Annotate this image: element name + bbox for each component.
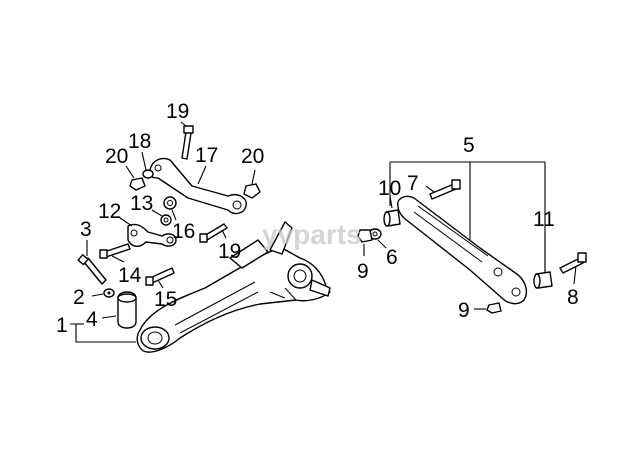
bolt-part-14 [99, 243, 131, 259]
callout-6: 6 [386, 246, 398, 269]
nut-part-9-lower [486, 302, 502, 314]
callout-12: 12 [98, 200, 121, 223]
bushing-part-10 [383, 209, 401, 227]
callout-1: 1 [56, 314, 68, 337]
callout-7: 7 [407, 172, 419, 195]
upper-link-part [148, 157, 247, 215]
callout-2: 2 [73, 286, 85, 309]
washer-part-18 [142, 169, 154, 179]
callout-3: 3 [80, 218, 92, 241]
callout-17: 17 [195, 144, 218, 167]
control-arm-part [397, 195, 528, 305]
callout-10: 10 [378, 177, 401, 200]
nut-part-20-right [243, 183, 261, 199]
bolt-part-8 [559, 252, 587, 274]
callout-20-right: 20 [241, 145, 264, 168]
callout-16: 16 [172, 220, 195, 243]
leader-lines [70, 121, 577, 343]
callout-4: 4 [86, 308, 98, 331]
callout-19-top: 19 [166, 100, 189, 123]
callout-11: 11 [533, 208, 555, 231]
nut-part-16 [163, 196, 177, 210]
nut-part-9-upper [357, 229, 373, 243]
bushing-part [117, 291, 137, 329]
bolt-part-3 [77, 254, 107, 285]
callout-14: 14 [118, 264, 142, 287]
callout-9-upper: 9 [357, 260, 369, 283]
callout-19-lower: 19 [218, 240, 241, 263]
callout-13: 13 [130, 192, 153, 215]
callout-9-lower: 9 [458, 299, 470, 322]
trailing-arm-part [136, 221, 331, 353]
bushing-part-11 [533, 271, 553, 289]
callout-5: 5 [463, 134, 475, 157]
callout-8: 8 [567, 286, 579, 309]
callout-20-left: 20 [105, 145, 128, 168]
washer-part [103, 288, 115, 298]
bolt-part-19-lower [199, 223, 228, 243]
nut-part-13 [160, 214, 172, 226]
bolt-part-15 [145, 267, 175, 286]
bolt-part-19-top [181, 125, 194, 160]
callout-15: 15 [154, 288, 177, 311]
callout-numbers: 1 2 3 4 5 6 7 8 9 9 10 11 12 13 14 15 16… [56, 100, 579, 337]
nut-part-20-left [129, 177, 146, 191]
callout-18: 18 [128, 130, 151, 153]
watermark: yvparts [262, 219, 362, 250]
bolt-part-7 [429, 179, 461, 200]
lower-link-part [127, 223, 177, 247]
